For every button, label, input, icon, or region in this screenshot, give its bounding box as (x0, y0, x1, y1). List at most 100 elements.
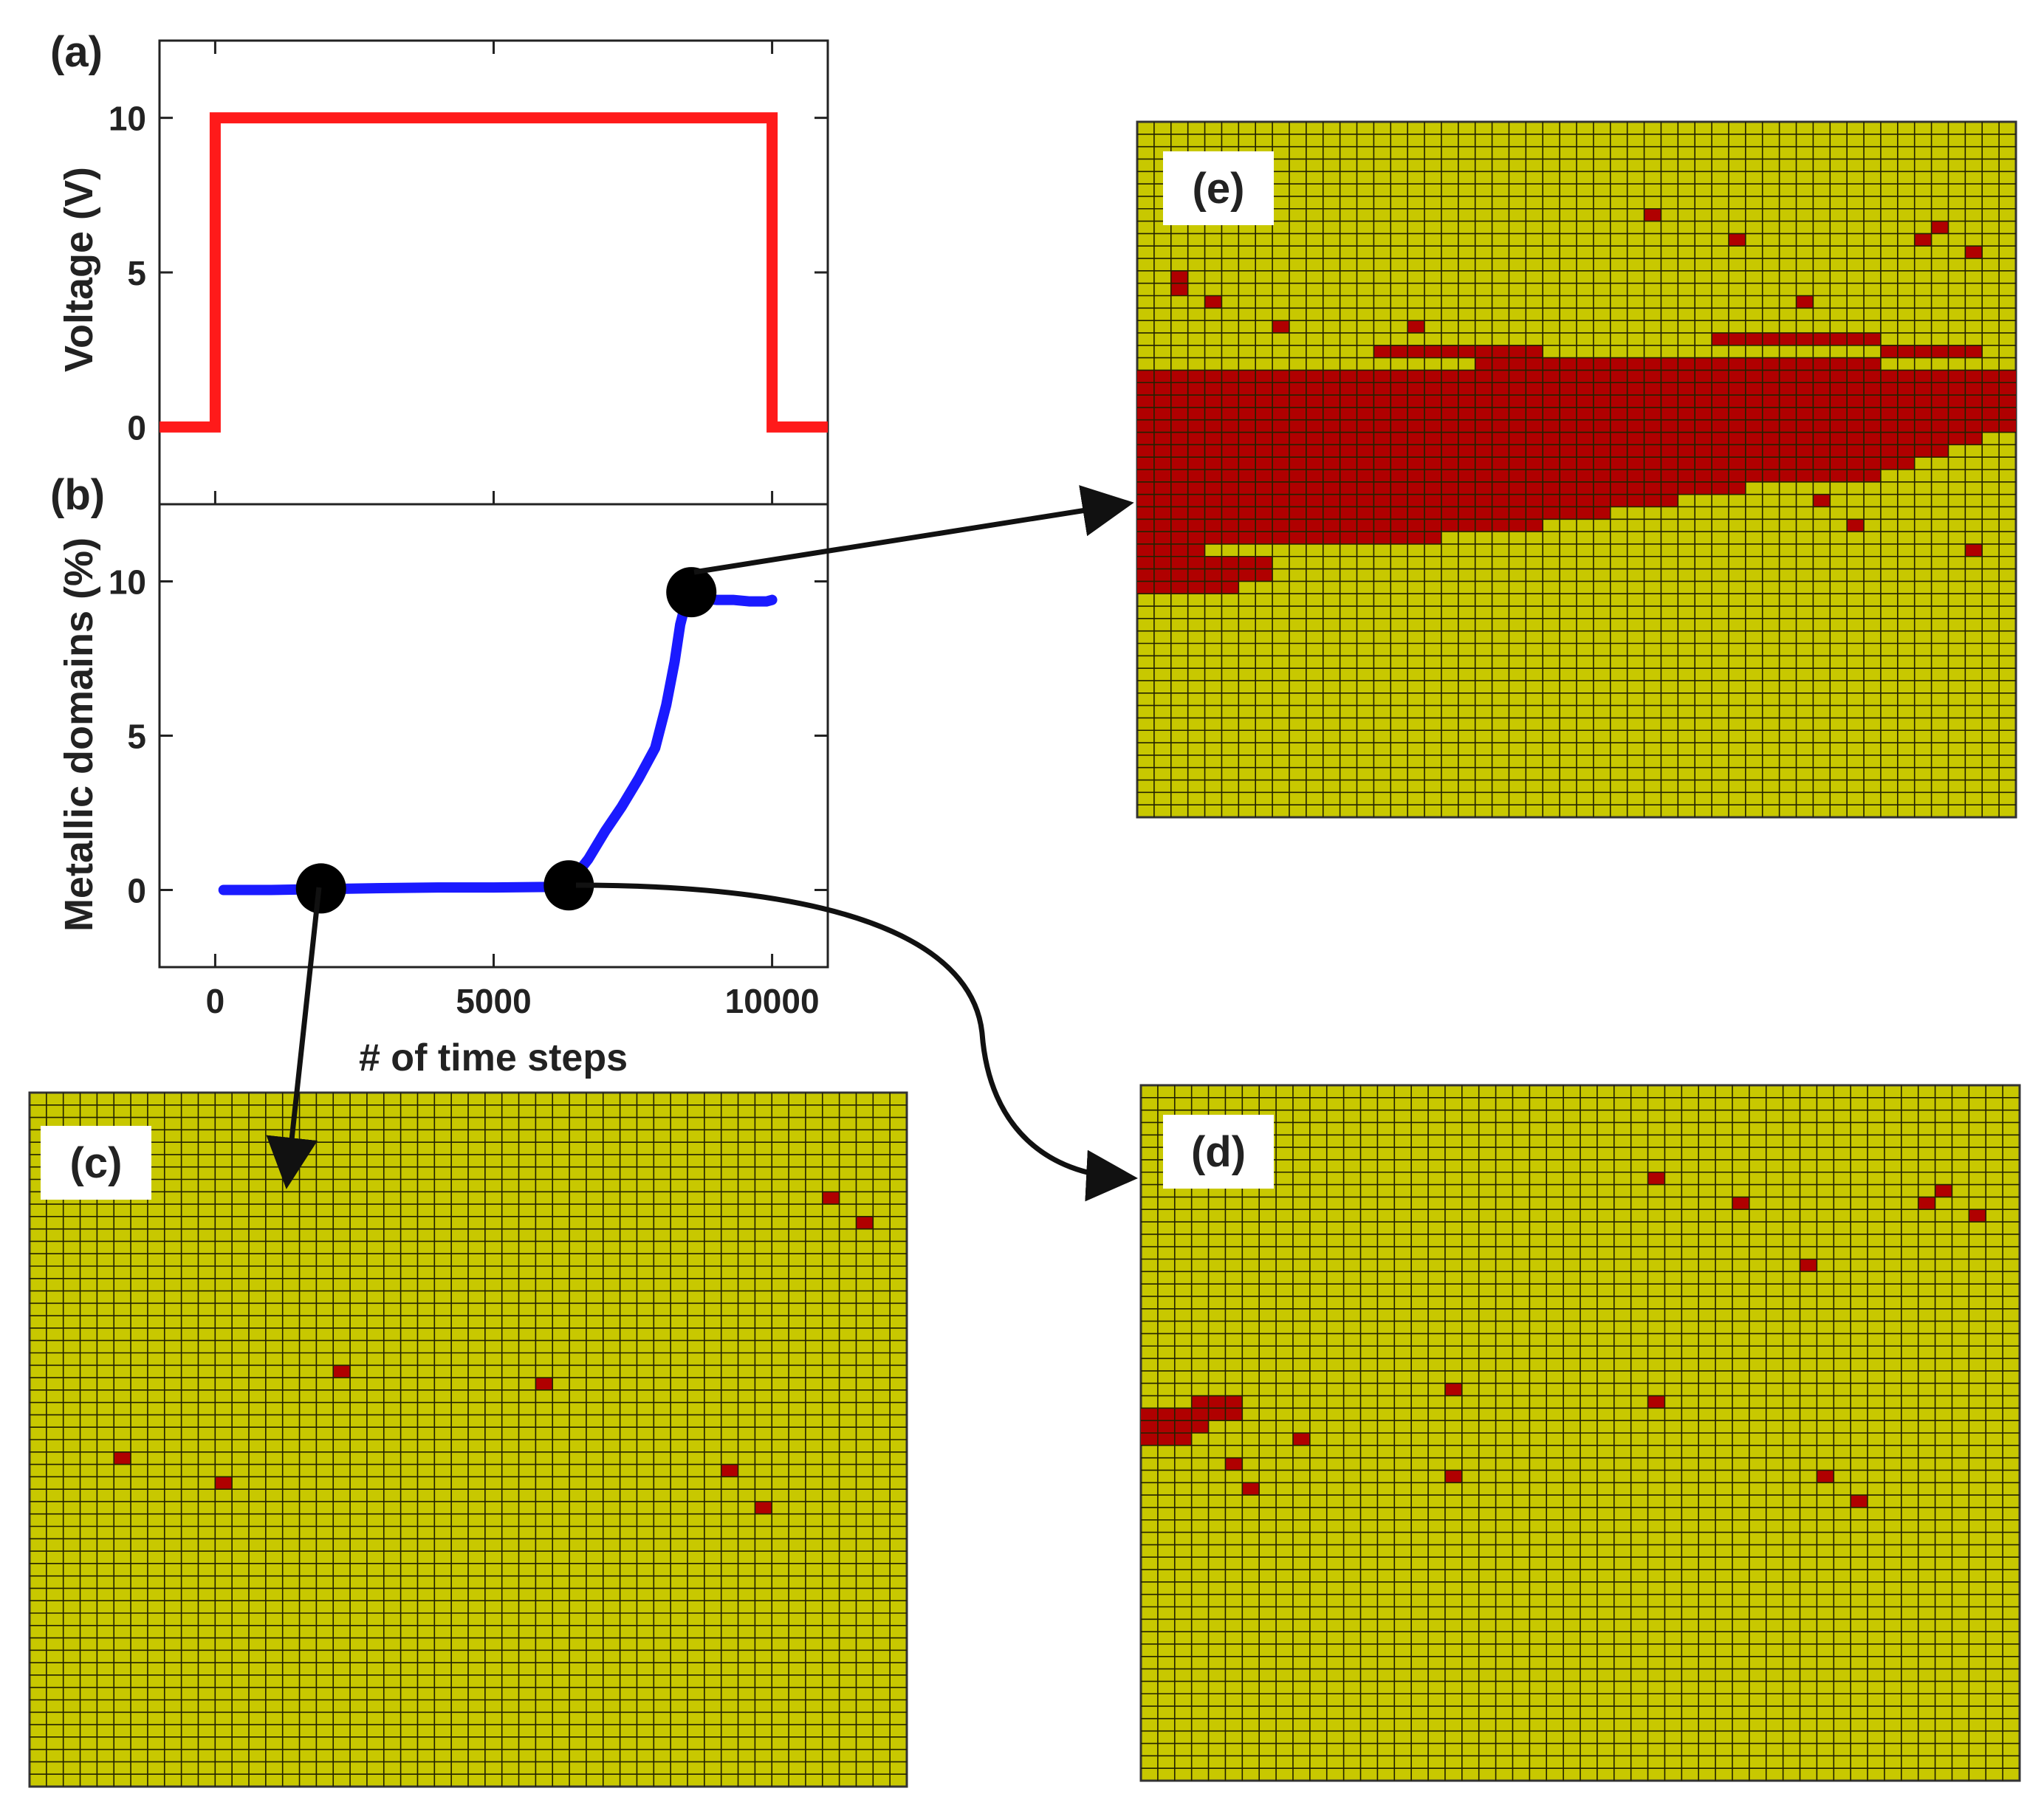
metallic-cell (1292, 1433, 1310, 1446)
metallic-cell (1170, 370, 1188, 383)
metallic-cell (1948, 382, 1966, 396)
metallic-cell (1813, 457, 1831, 470)
metallic-cell (1157, 1408, 1175, 1421)
metallic-cell (1728, 481, 1746, 495)
metallic-cell (1661, 407, 1678, 420)
metallic-cell (1242, 1482, 1260, 1496)
metallic-cell (1999, 407, 2016, 420)
metallic-cell (1830, 444, 1848, 458)
metallic-cell (1238, 444, 1256, 458)
metallic-cell (1830, 332, 1848, 346)
metallic-cell (1948, 370, 1966, 383)
metallic-cell (1695, 419, 1712, 433)
metallic-cell (1191, 1408, 1209, 1421)
metallic-cell (1577, 407, 1594, 420)
metallic-cell (1560, 494, 1577, 507)
metallic-cell (1221, 432, 1239, 445)
metallic-cell (1965, 432, 1983, 445)
metallic-cell (1407, 395, 1425, 408)
metallic-cell (1255, 370, 1273, 383)
metallic-cell (1560, 432, 1577, 445)
metallic-cell (1982, 419, 2000, 433)
metallic-cell (1526, 382, 1543, 396)
metallic-cell (1880, 457, 1898, 470)
metallic-cell (1948, 345, 1966, 358)
metallic-cell (1458, 457, 1475, 470)
metallic-cell (1323, 407, 1340, 420)
metallic-cell (1357, 532, 1374, 544)
metallic-cell (1170, 395, 1188, 408)
metallic-cell (1965, 370, 1983, 383)
metallic-cell (1323, 432, 1340, 445)
metallic-cell (1407, 382, 1425, 396)
metallic-cell (1678, 457, 1695, 470)
metallic-cell (1458, 419, 1475, 433)
metallic-cell (1424, 470, 1441, 482)
metallic-cell (1813, 382, 1831, 396)
metallic-cell (1204, 494, 1222, 507)
metallic-cell (1560, 419, 1577, 433)
metallic-cell (1796, 470, 1814, 482)
metallic-cell (1272, 494, 1289, 507)
metallic-cell (1323, 395, 1340, 408)
metallic-cell (1644, 357, 1661, 371)
metallic-cell (1695, 444, 1712, 458)
metallic-cell (1509, 395, 1526, 408)
metallic-cell (1323, 419, 1340, 433)
metallic-cell (1610, 407, 1628, 420)
metallic-cell (1357, 457, 1374, 470)
metallic-cell (1204, 395, 1222, 408)
metallic-cell (1390, 481, 1408, 495)
panel-label-box (1163, 151, 1274, 225)
metallic-cell (1153, 543, 1171, 557)
metallic-cell (1880, 407, 1898, 420)
metallic-cell (1661, 370, 1678, 383)
metallic-cell (1728, 332, 1746, 346)
metallic-cell (1728, 432, 1746, 445)
metallic-cell (1137, 457, 1154, 470)
metallic-cell (1170, 270, 1188, 283)
metallic-cell (1225, 1408, 1243, 1421)
metallic-cell (1255, 532, 1273, 544)
metallic-cell (1153, 568, 1171, 582)
metallic-cell (1153, 506, 1171, 520)
metallic-cell (1695, 395, 1712, 408)
metallic-cell (1728, 457, 1746, 470)
metallic-cell (1509, 494, 1526, 507)
metallic-cell (1340, 519, 1357, 532)
metallic-cell (1644, 432, 1661, 445)
metallic-cell (1526, 370, 1543, 383)
metallic-cell (1221, 370, 1239, 383)
metallic-cell (1153, 481, 1171, 495)
metallic-cell (1390, 532, 1408, 544)
metallic-cell (1847, 407, 1865, 420)
voltage-series-line (160, 112, 828, 433)
metallic-cell (1560, 506, 1577, 520)
metallic-cell (1577, 370, 1594, 383)
metallic-cell (1914, 444, 1932, 458)
metallic-cell (721, 1464, 738, 1477)
metallic-cell (1323, 506, 1340, 520)
metallic-cell (1238, 382, 1256, 396)
metallic-cell (1745, 432, 1763, 445)
metallic-cell (1204, 481, 1222, 495)
metallic-cell (1965, 419, 1983, 433)
metallic-cell (1475, 419, 1492, 433)
metallic-domains-series-line (218, 591, 778, 896)
metallic-cell (1577, 382, 1594, 396)
metallic-cell (1864, 407, 1881, 420)
metallic-cell (1390, 382, 1408, 396)
metallic-cell (1424, 345, 1441, 358)
y-axis-label-b: Metallic domains (%) (57, 537, 101, 932)
metallic-cell (1847, 470, 1865, 482)
metallic-cell (1509, 370, 1526, 383)
metallic-cell (1424, 457, 1441, 470)
metallic-cell (1931, 345, 1949, 358)
metallic-cell (1187, 519, 1205, 532)
metallic-cell (1543, 506, 1560, 520)
metallic-cell (1560, 395, 1577, 408)
metallic-cell (1475, 345, 1492, 358)
metallic-cell (1357, 382, 1374, 396)
metallic-cell (1306, 519, 1323, 532)
